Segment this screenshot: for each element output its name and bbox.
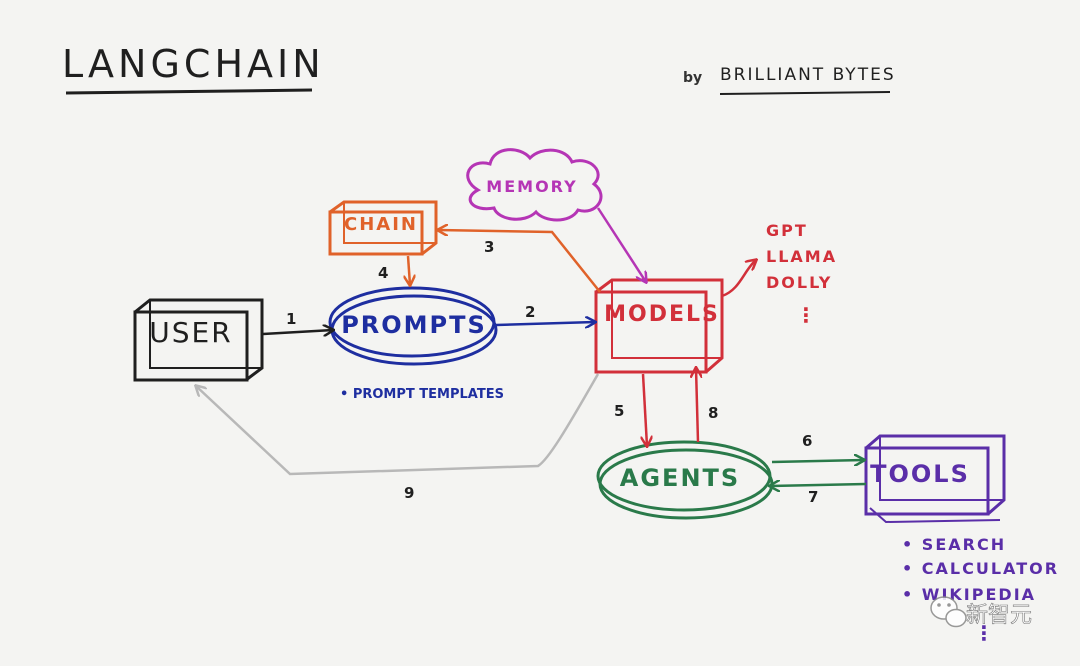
edge-7-label: 7	[808, 488, 818, 506]
edge-6-arrow	[771, 460, 864, 462]
memory-node: MEMORY	[466, 148, 603, 222]
diagram-title: LANGCHAIN	[62, 42, 325, 86]
edge-6-label: 6	[802, 432, 812, 450]
title-group: LANGCHAIN	[62, 42, 325, 95]
byline-underline	[719, 91, 891, 95]
edge-5: 5	[614, 373, 647, 446]
edge-3: 3	[438, 230, 601, 293]
prompts-node: PROMPTS • PROMPT TEMPLATES	[328, 286, 504, 402]
edge-4-arrow	[408, 255, 410, 285]
prompts-note: • PROMPT TEMPLATES	[340, 387, 504, 402]
models-node: MODELS	[594, 278, 724, 374]
watermark-text: 新智元	[966, 603, 1032, 628]
byline-prefix: by	[683, 70, 702, 86]
tool-example-calculator: • CALCULATOR	[902, 559, 1059, 578]
tool-example-more: ⋮	[974, 621, 994, 645]
edge-memory-arrow	[596, 207, 646, 282]
edge-9-label: 9	[404, 484, 414, 502]
prompts-label: PROMPTS	[341, 311, 487, 339]
edge-2: 2	[495, 303, 595, 325]
model-example-gpt: GPT	[766, 221, 808, 240]
chain-node: CHAIN	[328, 200, 438, 256]
edge-8: 8	[696, 368, 718, 443]
edge-2-label: 2	[525, 303, 535, 321]
watermark: 新智元	[930, 596, 1032, 628]
edge-9-arrow	[196, 373, 600, 476]
edge-1-label: 1	[286, 310, 296, 328]
edge-memory	[596, 207, 646, 282]
model-example-more: ⋮	[796, 303, 816, 327]
user-label: USER	[149, 316, 232, 349]
tool-examples-list: • SEARCH • CALCULATOR • WIKIPEDIA ⋮	[902, 535, 1059, 645]
agents-label: AGENTS	[620, 464, 740, 492]
tools-node: TOOLS	[864, 434, 1006, 524]
chain-label: CHAIN	[344, 214, 418, 235]
edge-1: 1	[262, 310, 333, 334]
edge-models-examples-arrow	[721, 260, 756, 298]
edge-3-arrow	[438, 230, 601, 293]
tool-example-search: • SEARCH	[902, 535, 1006, 554]
edge-3-label: 3	[484, 238, 494, 256]
wechat-icon	[930, 596, 967, 628]
models-label: MODELS	[604, 302, 720, 327]
model-example-dolly: DOLLY	[766, 273, 832, 292]
user-node: USER	[133, 298, 264, 382]
model-example-llama: LLAMA	[766, 247, 837, 266]
edge-5-label: 5	[614, 402, 624, 420]
edge-9: 9	[196, 373, 600, 502]
agents-node: AGENTS	[596, 440, 774, 520]
edge-4-label: 4	[378, 264, 388, 282]
title-underline	[65, 88, 313, 95]
edge-4: 4	[378, 255, 410, 285]
model-examples-list: GPT LLAMA DOLLY ⋮	[766, 221, 837, 327]
edge-8-label: 8	[708, 404, 718, 422]
byline-group: by BRILLIANT BYTES	[683, 65, 896, 95]
memory-label: MEMORY	[486, 177, 577, 196]
edge-1-arrow	[262, 330, 333, 334]
edge-7: 7	[770, 484, 867, 506]
edge-8-arrow	[696, 368, 698, 443]
edge-5-arrow	[643, 373, 647, 446]
edge-models-examples	[721, 260, 756, 298]
edge-7-arrow	[770, 484, 867, 486]
tool-example-wikipedia: • WIKIPEDIA	[902, 585, 1036, 604]
tools-label: TOOLS	[870, 460, 970, 488]
edge-2-arrow	[495, 322, 595, 325]
byline-author: BRILLIANT BYTES	[720, 65, 896, 85]
edge-6: 6	[771, 432, 864, 462]
